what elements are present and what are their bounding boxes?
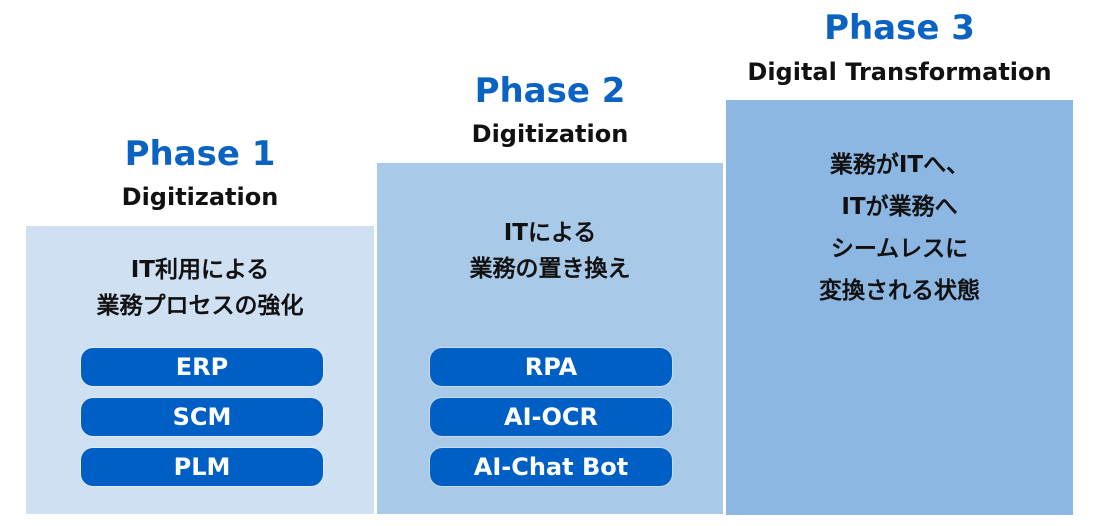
phase-1-description: IT利用による 業務プロセスの強化 xyxy=(96,257,304,319)
phase-2-item-ai-ocr: AI-OCR xyxy=(430,398,672,436)
phase-1-subtitle: Digitization xyxy=(121,183,279,211)
phase-2-description: ITによる 業務の置き換え xyxy=(469,220,631,282)
phase-3-panel: 業務がITへ、 ITが業務へ シームレスに 変換される状態 xyxy=(726,100,1073,515)
phase-2-item-ai-chat-bot: AI-Chat Bot xyxy=(430,448,672,486)
phase-3-subtitle: Digital Transformation xyxy=(747,58,1052,86)
phase-1-item-plm: PLM xyxy=(81,448,323,486)
phase-1-item-erp: ERP xyxy=(81,348,323,386)
phase-1-title: Phase 1 xyxy=(124,134,276,174)
phase-2-subtitle: Digitization xyxy=(471,120,629,148)
phase-1-panel: IT利用による 業務プロセスの強化 ERP SCM PLM xyxy=(26,226,374,514)
phase-1-item-scm: SCM xyxy=(81,398,323,436)
phase-2-title: Phase 2 xyxy=(474,71,626,111)
phase-3-title: Phase 3 xyxy=(824,8,975,48)
phase-2-item-rpa: RPA xyxy=(430,348,672,386)
phase-2-panel: ITによる 業務の置き換え RPA AI-OCR AI-Chat Bot xyxy=(377,163,723,514)
phase-3-description: 業務がITへ、 ITが業務へ シームレスに 変換される状態 xyxy=(819,152,980,304)
